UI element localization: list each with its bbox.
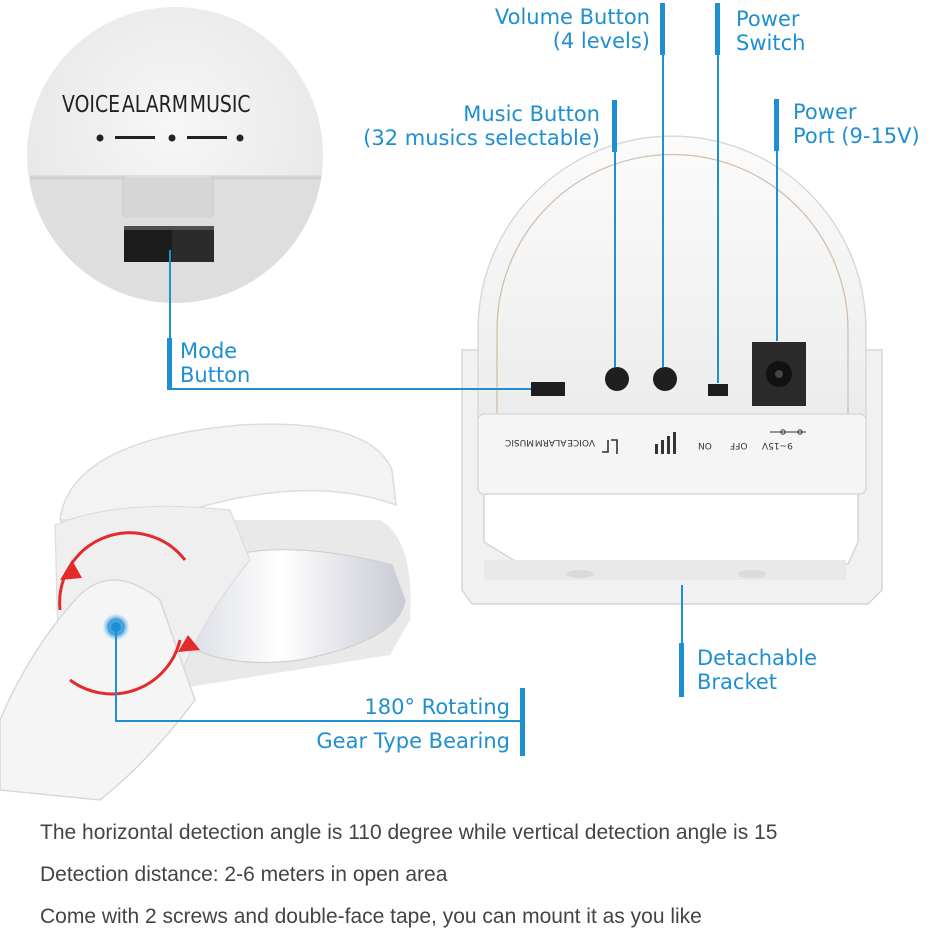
callout-rotating-bearing: 180° Rotating Gear Type Bearing [250,690,510,758]
callout-power-port-bar [774,99,779,151]
inset-label-alarm: ALARM [121,92,188,118]
callout-power-switch-leader [717,55,719,383]
inset-mode-labels: VOICE ALARM MUSIC [62,92,251,118]
callout-power-switch-detail: Switch [736,31,806,55]
callout-detachable-bracket: Detachable Bracket [697,646,817,694]
callout-rotating-leader-v [115,630,117,722]
callout-bracket-title: Detachable [697,646,818,670]
callout-power-port: Power Port (9-15V) [793,100,920,148]
callout-rotating-leader-h [115,720,520,722]
callout-bracket-detail: Bracket [697,670,778,694]
description-mounting: Come with 2 screws and double-face tape,… [40,905,702,928]
callout-rotating-title: 180° Rotating [364,695,510,719]
callout-mode-leader-h [169,388,531,390]
callout-mode-bar [167,338,172,390]
panel-label-voice: VOICE [567,437,595,447]
callout-power-port-detail: Port (9-15V) [793,124,920,148]
rotation-arrow-icon [58,531,200,696]
description-detection-distance: Detection distance: 2-6 meters in open a… [40,863,448,886]
panel-label-music: MUSIC [505,437,535,447]
callout-volume-title: Volume Button [494,5,650,29]
callout-bracket-bar [679,643,684,697]
inset-label-music: MUSIC [189,92,251,118]
callout-power-switch-bar [715,3,720,55]
callout-volume-detail: (4 levels) [552,29,650,53]
callout-music-title: Music Button [463,102,600,126]
callout-power-switch: Power Switch [736,7,805,55]
callout-music-button: Music Button (32 musics selectable) [330,102,600,150]
callout-power-port-leader [776,151,778,341]
callout-power-switch-title: Power [736,7,800,31]
mode-switch-closeup [27,7,323,303]
panel-mode-labels: VOICE ALARM MUSIC [505,437,595,447]
callout-rotating-bar [520,688,525,756]
panel-label-alarm: ALARM [534,437,567,447]
callout-mode-button: Mode Button [180,339,250,387]
callout-volume-bar [660,3,665,55]
panel-label-power: 9~15V [762,440,793,450]
callout-power-port-title: Power [793,100,857,124]
callout-mode-leader-v [169,250,171,390]
panel-label-on: ON [698,440,712,450]
pir-sensor-device [0,423,411,801]
callout-music-bar [612,100,617,152]
callout-mode-detail: Button [180,363,251,387]
description-detection-angle: The horizontal detection angle is 110 de… [40,821,778,844]
callout-volume-button: Volume Button (4 levels) [470,5,650,53]
inset-label-voice: VOICE [62,92,121,118]
callout-rotating-detail: Gear Type Bearing [316,729,510,753]
callout-mode-title: Mode [180,339,238,363]
panel-label-off: OFF [730,440,748,450]
callout-music-leader [614,152,616,367]
callout-music-detail: (32 musics selectable) [363,126,600,150]
callout-bracket-leader [681,585,683,645]
callout-volume-leader [662,55,664,367]
device-back-view [461,135,883,605]
